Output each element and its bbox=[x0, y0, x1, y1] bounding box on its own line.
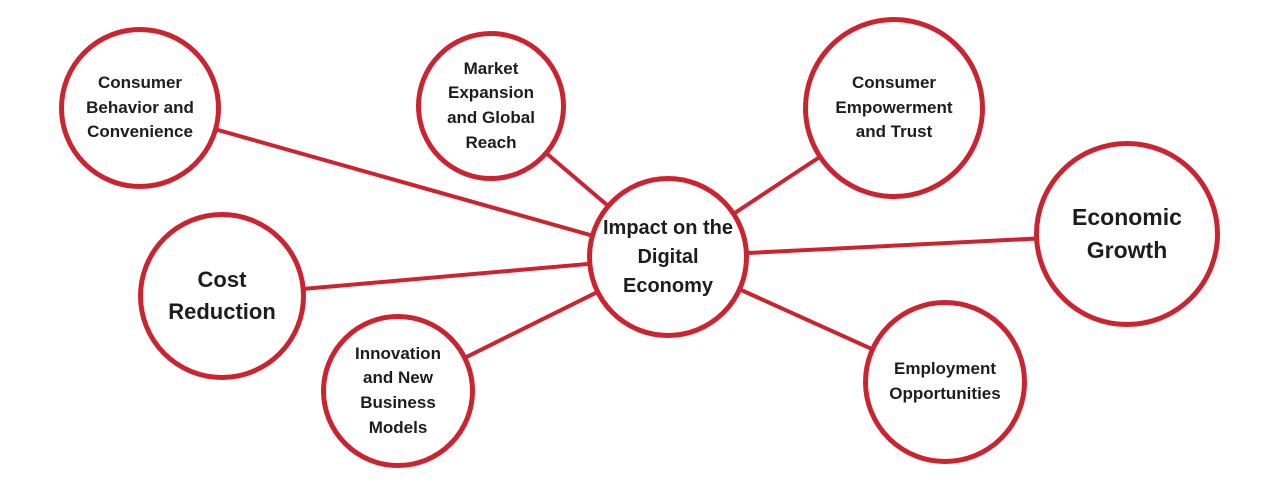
node-employment-opportunities: Employment Opportunities bbox=[863, 300, 1027, 464]
node-consumer-empowerment: Consumer Empowerment and Trust bbox=[803, 17, 985, 199]
node-innovation-business-models-label: Innovation and New Business Models bbox=[355, 343, 441, 437]
node-economic-growth-label: Economic Growth bbox=[1072, 203, 1182, 263]
node-market-expansion: Market Expansion and Global Reach bbox=[416, 31, 566, 181]
node-economic-growth: Economic Growth bbox=[1034, 141, 1220, 327]
node-consumer-empowerment-label: Consumer Empowerment and Trust bbox=[835, 73, 953, 142]
node-employment-opportunities-label: Employment Opportunities bbox=[889, 359, 1001, 403]
center-node-label: Impact on the Digital Economy bbox=[602, 216, 733, 297]
node-innovation-business-models: Innovation and New Business Models bbox=[321, 314, 475, 468]
node-consumer-behavior-label: Consumer Behavior and Convenience bbox=[86, 73, 194, 142]
node-cost-reduction: Cost Reduction bbox=[138, 212, 306, 380]
node-consumer-behavior: Consumer Behavior and Convenience bbox=[59, 27, 221, 189]
node-cost-reduction-label: Cost Reduction bbox=[168, 267, 276, 324]
node-market-expansion-label: Market Expansion and Global Reach bbox=[447, 58, 535, 152]
center-node: Impact on the Digital Economy bbox=[587, 176, 749, 338]
